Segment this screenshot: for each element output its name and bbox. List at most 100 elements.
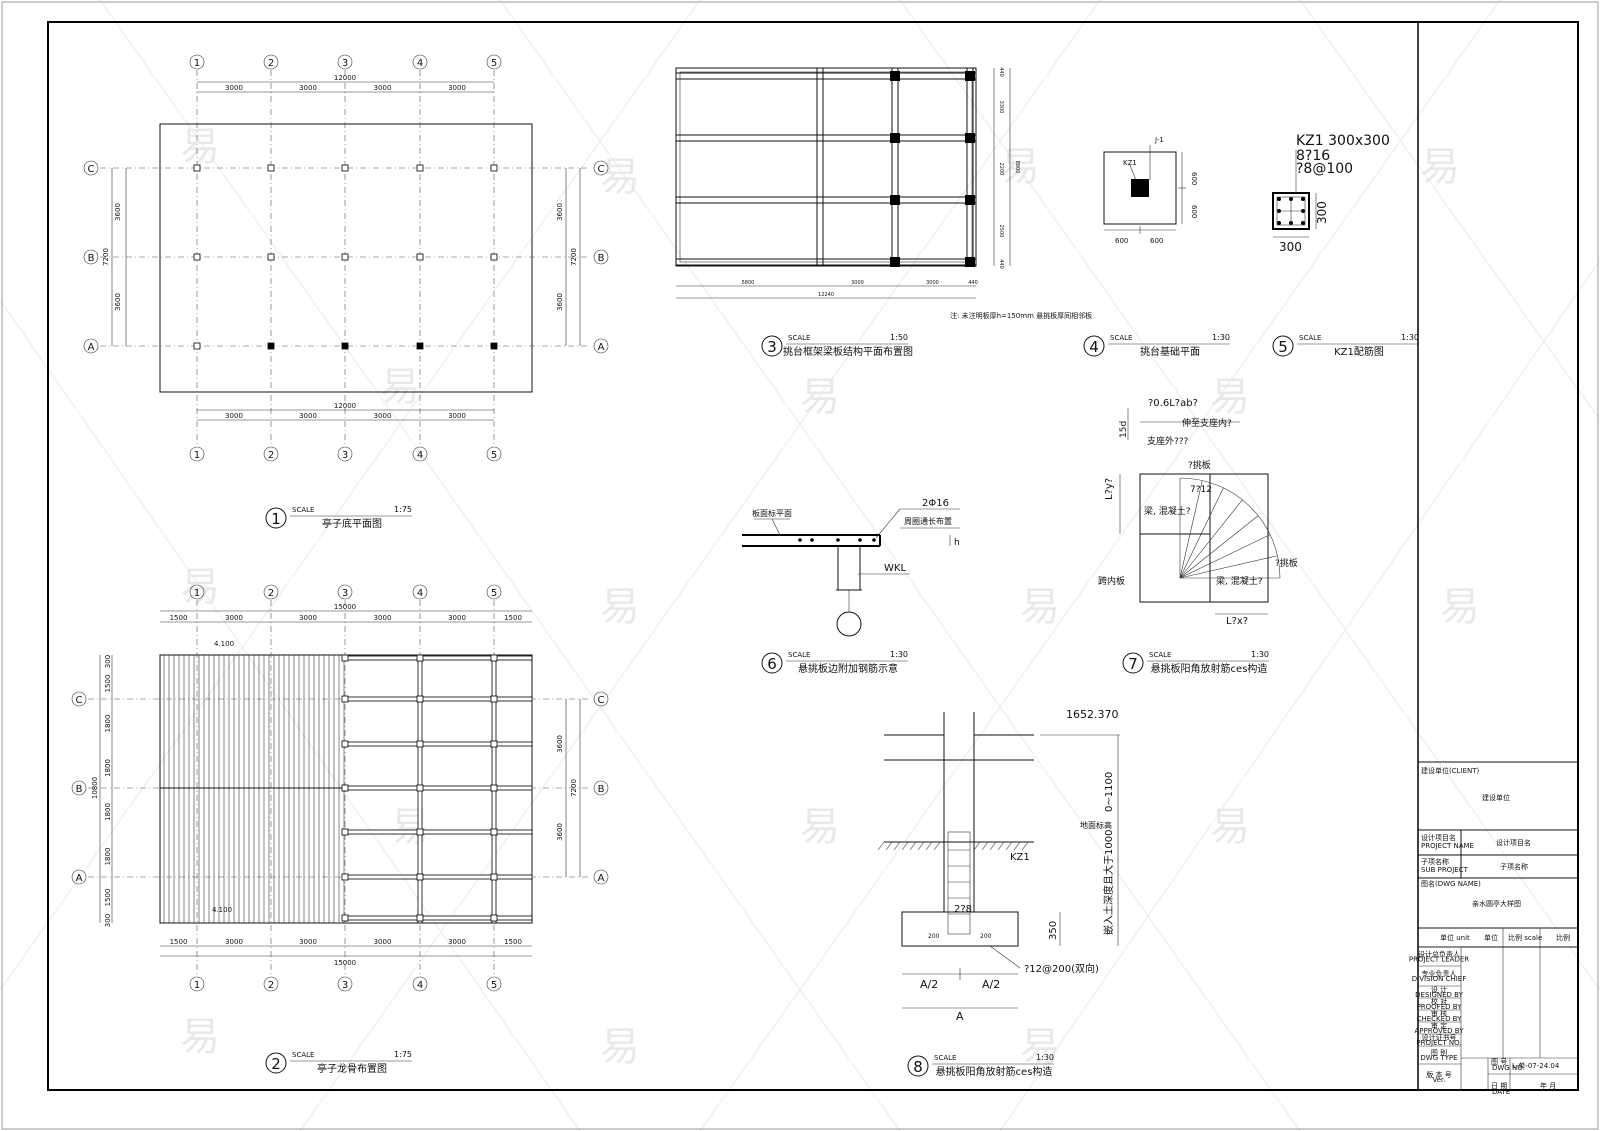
detail6-label-plane: 板面标平面 [752, 508, 792, 518]
detail4-kz1: KZ1 [1123, 159, 1137, 167]
tb-role-cn: 审 定 [1431, 1021, 1447, 1030]
svg-text:易: 易 [1020, 1024, 1060, 1070]
scale-label: SCALE [292, 506, 314, 514]
tb-role-en: PROJECT NO. [1416, 1039, 1461, 1047]
detail6-bar-count: 2Φ16 [922, 498, 949, 509]
detail7-l3: 支座外??? [1147, 435, 1189, 447]
node [416, 873, 424, 881]
axis-col-3 [337, 54, 353, 70]
node [341, 828, 349, 836]
node [416, 784, 424, 792]
tb-role-cn: 设计总负责人 [1418, 950, 1460, 959]
drawing-title: KZ1配筋图 [1334, 345, 1384, 358]
axis2-row-right-C-label: C [598, 695, 605, 706]
plan2-righttotal: 7200 [570, 779, 578, 797]
joist [344, 874, 533, 880]
drawing-number-7: 7 [1128, 655, 1138, 673]
detail8-label-228: 2?8 [954, 904, 972, 915]
axis2-row-right-A-label: A [598, 873, 605, 884]
joist [344, 915, 533, 921]
tb-role-en: Ver. [1432, 1076, 1445, 1084]
plan2-leftdim: 1500 [104, 675, 112, 693]
kz1-stirrups: ?8@100 [1296, 161, 1353, 177]
node [341, 873, 349, 881]
ground-hatch [997, 841, 1005, 851]
plan2-lefttotal: 10800 [91, 777, 99, 799]
detail4-dim-y2: 600 [1190, 205, 1198, 218]
drawing-number-3: 3 [767, 338, 777, 356]
column-mark [341, 164, 349, 172]
elevation-bottom: 4.100 [212, 906, 232, 914]
axis-col-bottom-1 [189, 446, 205, 462]
axis2-row-A [71, 869, 87, 885]
scale-label: SCALE [934, 1054, 956, 1062]
plan1-rowtotal: 7200 [102, 248, 110, 266]
axis-row-B [83, 249, 99, 265]
plan2-span: 3000 [299, 614, 317, 622]
tb-sub-label-en: SUB PROJECT [1421, 866, 1469, 874]
column-mark [416, 342, 424, 350]
axis-col-2-label: 2 [268, 58, 274, 69]
joist [344, 696, 533, 702]
axis2-row-right-C [593, 691, 609, 707]
scale-label: SCALE [1299, 334, 1321, 342]
tb-role-en: PROOFED BY [1417, 1003, 1463, 1011]
svg-text:易: 易 [180, 1014, 220, 1060]
plan2-leftdim: 1800 [104, 803, 112, 821]
drawing-number-8: 8 [913, 1058, 923, 1076]
axis-col-bottom-5-label: 5 [491, 450, 497, 461]
node [416, 654, 424, 662]
scale-value: 1:30 [890, 650, 908, 659]
tb-date-value: 年 月 [1540, 1081, 1556, 1090]
drawing-number-circle [1272, 335, 1294, 357]
axis-row-A [83, 338, 99, 354]
svg-text:易: 易 [600, 584, 640, 630]
column-mark [890, 133, 900, 143]
axis2-col-3 [337, 584, 353, 600]
axis-row-C [83, 160, 99, 176]
node [490, 914, 498, 922]
kz1-dim-w: 300 [1279, 240, 1302, 254]
tb-role-en: DWG TYPE [1420, 1054, 1457, 1062]
axis2-col-bottom-5-label: 5 [491, 980, 497, 991]
plan1-rowdim-r: 3600 [556, 293, 564, 311]
plan1-span: 3000 [299, 412, 317, 420]
plan2-span: 3000 [374, 938, 392, 946]
axis-col-2 [263, 54, 279, 70]
tb-dwgno-label: 图 号 [1491, 1058, 1507, 1066]
column-mark [965, 71, 975, 81]
tb-project-label: 设计项目名 [1421, 833, 1456, 842]
scale-label: SCALE [1110, 334, 1132, 342]
axis-row-right-C-label: C [598, 164, 605, 175]
axis-row-B-label: B [88, 253, 95, 264]
svg-text:易: 易 [1440, 584, 1480, 630]
plan2-total: 15000 [334, 959, 356, 967]
node [490, 654, 498, 662]
radial-bar [1179, 487, 1224, 579]
svg-text:易: 易 [180, 124, 220, 170]
tb-dwg-name-label: 图名(DWG NAME) [1421, 879, 1481, 888]
detail-4: J-1 KZ1 600 600 600 600 [1103, 136, 1198, 245]
detail6-wkl: WKL [884, 563, 906, 574]
column-mark [965, 133, 975, 143]
scale-label: SCALE [788, 334, 810, 342]
node [490, 873, 498, 881]
plan2-span: 3000 [299, 938, 317, 946]
axis-col-bottom-1-label: 1 [194, 450, 200, 461]
tb-sub-value: 子项名称 [1500, 862, 1528, 871]
axis-col-1 [189, 54, 205, 70]
tb-unit-value: 单位 [1484, 933, 1498, 942]
scale-value: 1:30 [1036, 1053, 1054, 1062]
axis2-row-B [71, 780, 87, 796]
column-mark [267, 164, 275, 172]
radial-bar [1179, 515, 1259, 579]
radial-bar [1179, 499, 1243, 579]
tb-sub-label: 子项名称 [1421, 857, 1449, 866]
axis-col-1-label: 1 [194, 58, 200, 69]
ground-hatch [1013, 841, 1021, 851]
drawing-title: 悬挑板边附加钢筋示意 [798, 662, 898, 675]
detail7-l2: 伸至支座内? [1182, 417, 1232, 429]
column-mark [416, 253, 424, 261]
plan3-note: 注: 未注明板厚h=150mm 悬挑板厚同相邻板 [950, 311, 1092, 320]
